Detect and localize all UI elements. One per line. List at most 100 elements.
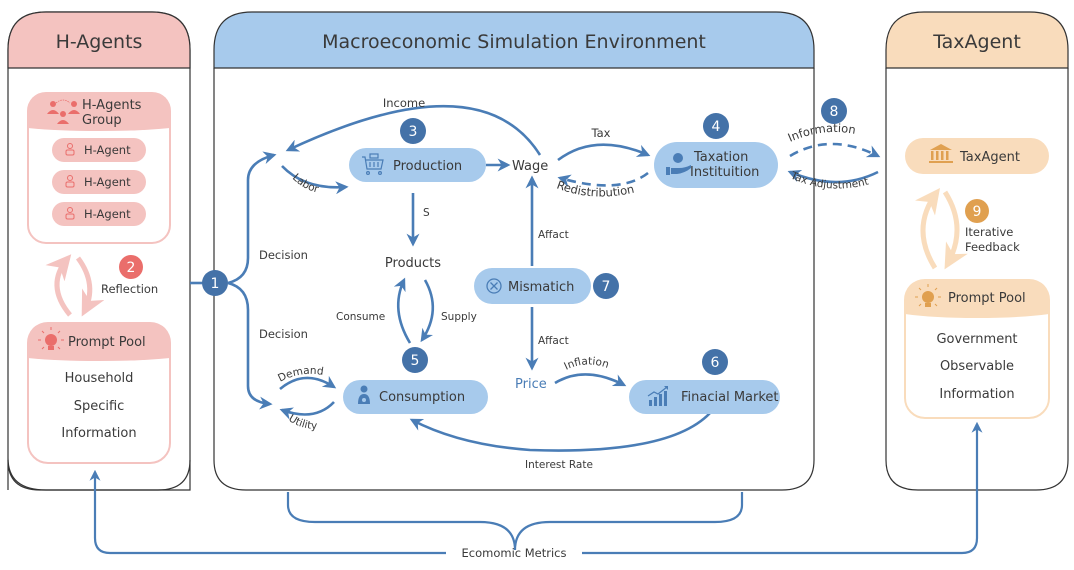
decision-entry-badge — [202, 270, 228, 296]
h-agents-header — [7, 11, 191, 69]
h-agent-item[interactable]: H-Agent — [52, 138, 146, 162]
edge-interest-rate — [409, 412, 711, 452]
feedback-label-line1: Iterative — [965, 225, 1013, 239]
economic-metrics-label: Ecomomic Metrics — [462, 546, 567, 560]
environment-panel-frame — [213, 68, 815, 491]
edge-supply — [420, 279, 435, 343]
edge-decision-bottom — [227, 281, 273, 410]
supply-label: Supply — [441, 311, 477, 323]
edge-information — [789, 142, 881, 158]
edge-tax-adjustment — [787, 169, 879, 184]
tax-agent-panel: TaxAgent TaxAgent 9 Iterative Feedback — [885, 11, 1069, 491]
price-node: Price — [515, 377, 547, 392]
h-prompt-pool-line: Information — [61, 426, 136, 441]
mismatch-badge-number: 7 — [602, 279, 611, 295]
consumption-label: Consumption — [379, 390, 465, 405]
metrics-brace — [286, 492, 744, 551]
production-badge — [400, 118, 426, 144]
edge-redistribution — [557, 171, 649, 188]
financial-market-label: Finacial Market — [681, 390, 779, 405]
tax-agent-node[interactable]: TaxAgent — [905, 138, 1049, 174]
decision-bottom-label: Decision — [259, 327, 308, 341]
person-icon — [65, 207, 75, 220]
person-icon — [65, 143, 75, 156]
bank-building-icon — [929, 144, 953, 163]
production-badge-number: 3 — [409, 124, 418, 140]
h-prompt-pool-line: Specific — [74, 399, 125, 414]
information-badge-number: 8 — [830, 104, 839, 120]
taxation-label-line2: Instituition — [690, 165, 759, 180]
edge-metrics-to-h-agents — [89, 469, 446, 555]
tax-adjustment-label: Tax Adjustment — [788, 169, 870, 191]
environment-title: Macroeconomic Simulation Environment — [322, 31, 706, 53]
h-agents-title: H-Agents — [56, 31, 143, 53]
affact-up-label: Affact — [538, 229, 569, 241]
income-label: Income — [383, 96, 425, 110]
tax-agent-title: TaxAgent — [932, 31, 1021, 53]
tax-agent-prompt-pool[interactable]: Prompt Pool Government Observable Inform… — [904, 279, 1050, 419]
reflection-badge-number: 2 — [127, 260, 136, 276]
edge-decision-top — [227, 151, 277, 285]
decision-entry-badge-number: 1 — [211, 276, 220, 292]
h-agent-item[interactable]: H-Agent — [52, 170, 146, 194]
h-agent-item[interactable]: H-Agent — [52, 202, 146, 226]
lightbulb-icon — [38, 327, 64, 350]
h-prompt-pool-title: Prompt Pool — [68, 335, 146, 350]
edge-demand — [279, 375, 337, 391]
information-label: Information — [786, 121, 857, 145]
feedback-badge-number: 9 — [973, 204, 982, 220]
consumption-node[interactable]: Consumption — [343, 380, 488, 414]
edge-labor — [281, 165, 349, 195]
edge-consume — [393, 277, 412, 344]
environment-header — [213, 11, 815, 69]
person-icon — [65, 175, 75, 188]
taxation-badge — [703, 113, 729, 139]
mismatch-node[interactable]: Mismatich — [474, 268, 591, 304]
financial-market-badge — [702, 349, 728, 375]
h-agents-group-label-line2: Group — [82, 113, 122, 128]
edge-tax — [557, 143, 651, 162]
edge-income — [285, 104, 542, 156]
production-node[interactable]: Production — [349, 148, 486, 182]
h-agent-label: H-Agent — [84, 207, 131, 221]
reflection-badge — [119, 255, 143, 279]
environment-panel: Macroeconomic Simulation Environment — [213, 11, 815, 491]
interest-rate-label: Interest Rate — [525, 459, 593, 471]
production-label: Production — [393, 159, 462, 174]
people-group-icon — [47, 99, 80, 124]
decision-top-label: Decision — [259, 248, 308, 262]
hand-coin-icon — [666, 153, 691, 175]
wage-node: Wage — [512, 159, 548, 174]
taxation-node[interactable]: Taxation Instituition — [654, 142, 778, 188]
edge-utility — [279, 401, 335, 420]
products-node: Products — [385, 256, 441, 271]
reflection-loop: 2 Reflection — [45, 254, 158, 317]
inflation-label: Inflation — [562, 355, 610, 372]
tax-prompt-pool-line: Government — [936, 332, 1017, 347]
h-agents-prompt-pool[interactable]: Prompt Pool Household Specific Informati… — [27, 322, 171, 464]
financial-market-badge-number: 6 — [711, 355, 720, 371]
tax-prompt-pool-line: Observable — [940, 359, 1014, 374]
taxation-label-line1: Taxation — [693, 150, 748, 165]
s-label: S — [423, 207, 430, 219]
shopping-cart-icon — [362, 153, 384, 176]
affact-down-label: Affact — [538, 335, 569, 347]
feedback-badge — [965, 199, 989, 223]
demand-label: Demand — [276, 365, 324, 385]
consume-label: Consume — [336, 311, 385, 323]
edge-metrics-to-tax-agent — [582, 421, 983, 555]
taxation-badge-number: 4 — [712, 119, 721, 135]
reflection-label: Reflection — [101, 282, 158, 296]
feedback-label-line2: Feedback — [965, 240, 1020, 254]
tax-prompt-pool-title: Prompt Pool — [948, 291, 1026, 306]
growth-chart-icon — [647, 386, 668, 406]
tax-agent-node-label: TaxAgent — [959, 150, 1020, 165]
h-agent-label: H-Agent — [84, 143, 131, 157]
h-agents-panel: H-Agents H-Agents Group H-Agent — [7, 11, 191, 491]
financial-market-node[interactable]: Finacial Market — [629, 380, 780, 414]
h-agents-group-label-line1: H-Agents — [82, 98, 142, 113]
mismatch-label: Mismatich — [508, 280, 574, 295]
tax-prompt-pool-line: Information — [939, 387, 1014, 402]
redistribution-label: Redistribution — [555, 178, 635, 200]
